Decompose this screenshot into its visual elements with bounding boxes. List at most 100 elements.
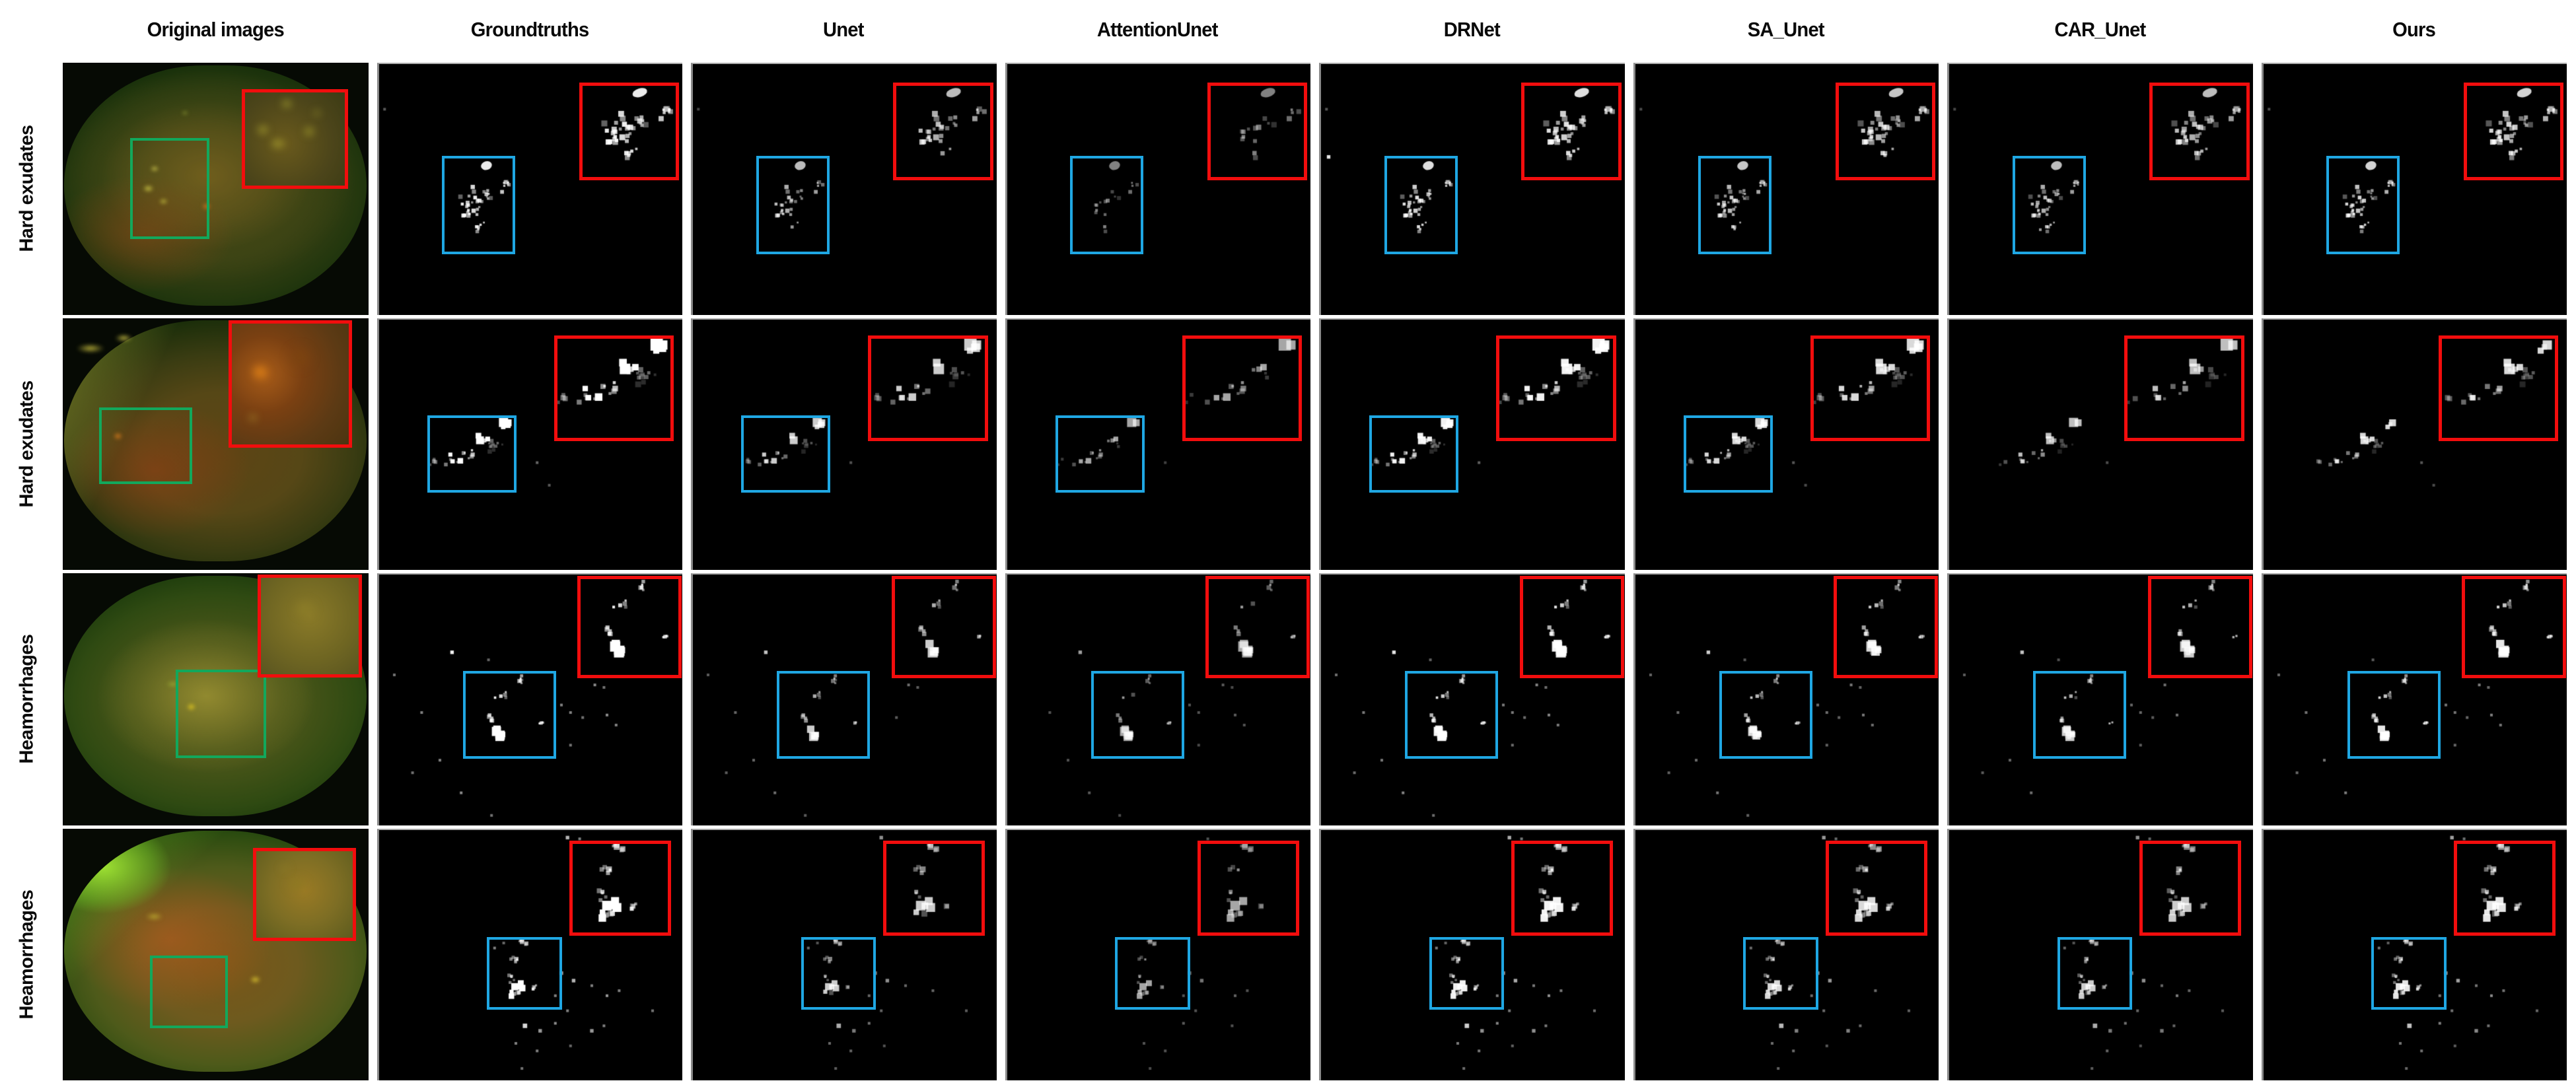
cell-r1-ours <box>2261 63 2567 315</box>
blue-roi-box <box>1683 415 1773 493</box>
lesion-spot <box>185 701 197 712</box>
segmentation-dots-canvas <box>693 829 997 1080</box>
blue-roi-box <box>462 670 556 759</box>
column-header-label: Unet <box>823 18 865 41</box>
lesion-spot <box>180 110 190 116</box>
red-inset-box <box>2463 83 2564 181</box>
column-header-drnet: DRNet <box>1319 0 1625 59</box>
segmentation-dots-canvas <box>1949 575 2253 825</box>
red-inset-box <box>2462 575 2567 679</box>
segmentation-dots-canvas <box>1321 64 1625 315</box>
blue-roi-box <box>1698 155 1772 255</box>
cell-r4-car-unet <box>1947 828 2253 1080</box>
lesion-spot <box>70 341 110 355</box>
red-inset-box <box>893 83 993 181</box>
blue-roi-box <box>442 155 516 255</box>
red-inset-box <box>883 841 985 936</box>
segmentation-dots-canvas <box>2263 575 2567 825</box>
segmentation-dots-canvas <box>1007 575 1310 825</box>
cell-r2-unet <box>691 318 997 570</box>
blue-roi-box <box>487 936 562 1010</box>
cell-r3-attentionunet <box>1005 573 1310 825</box>
cell-r4-original <box>63 828 369 1080</box>
red-inset-box <box>1207 83 1308 181</box>
column-header-ours: Ours <box>2262 0 2567 59</box>
green-roi-box <box>129 138 209 240</box>
lesion-spot <box>279 98 295 109</box>
blue-roi-box <box>1070 155 1144 255</box>
red-inset-box <box>2149 83 2250 181</box>
segmentation-dots-canvas <box>1007 64 1310 315</box>
cell-r1-car-unet <box>1947 63 2253 315</box>
lesion-spot <box>279 338 320 377</box>
column-header-label: Groundtruths <box>470 18 589 41</box>
segmentation-dots-canvas <box>693 64 997 315</box>
segmentation-dots-canvas <box>1635 829 1939 1080</box>
red-inset-box <box>1182 335 1303 442</box>
red-inset-box <box>1825 841 1927 936</box>
blue-roi-box <box>1743 936 1818 1010</box>
red-inset-box <box>2147 575 2252 679</box>
cell-r4-unet <box>691 828 997 1080</box>
blue-roi-box <box>777 670 871 759</box>
red-inset-box <box>229 320 353 448</box>
cell-r3-drnet <box>1319 573 1625 825</box>
red-inset-box <box>1834 575 1939 679</box>
segmentation-dots-canvas <box>1321 829 1625 1080</box>
lesion-spot <box>247 413 259 423</box>
green-roi-box <box>98 407 192 485</box>
blue-roi-box <box>1055 415 1145 493</box>
red-inset-box <box>579 83 680 181</box>
segmentation-dots-canvas <box>378 575 682 825</box>
column-header-sa-unet: SA_Unet <box>1633 0 1939 59</box>
blue-roi-box <box>2012 155 2086 255</box>
lesion-spot <box>301 123 317 139</box>
row-label-heamorrhages-2: Heamorrhages <box>16 890 38 1020</box>
red-inset-box <box>257 574 363 678</box>
lesion-spot <box>148 164 161 172</box>
cell-r2-attentionunet <box>1005 318 1310 570</box>
blue-roi-box <box>1719 670 1812 759</box>
red-inset-box <box>241 89 349 189</box>
cell-r2-car-unet <box>1947 318 2253 570</box>
lesion-spot <box>268 137 288 150</box>
cell-r3-sa-unet <box>1633 573 1939 825</box>
row-label-hard-exudates-1: Hard exudates <box>16 125 38 252</box>
lesion-spot <box>278 864 292 872</box>
cell-r4-attentionunet <box>1005 828 1310 1080</box>
red-inset-box <box>1810 335 1931 442</box>
blue-roi-box <box>1429 936 1505 1010</box>
lesion-spot <box>140 184 157 194</box>
lesion-spot <box>311 108 323 118</box>
cell-r1-groundtruths <box>376 63 682 315</box>
red-inset-box <box>1835 83 1936 181</box>
red-inset-box <box>1197 841 1299 936</box>
lesion-spot <box>247 360 273 384</box>
red-inset-box <box>1521 83 1622 181</box>
red-inset-box <box>1519 575 1624 679</box>
blue-roi-box <box>801 936 877 1010</box>
cell-r3-original <box>63 573 369 825</box>
red-inset-box <box>1205 575 1310 679</box>
lesion-spot <box>288 595 322 622</box>
blue-roi-box <box>2033 670 2127 759</box>
cell-r2-groundtruths <box>376 318 682 570</box>
cell-r1-sa-unet <box>1633 63 1939 315</box>
segmentation-dots-canvas <box>2263 64 2567 315</box>
blue-roi-box <box>2347 670 2441 759</box>
lesion-spot <box>200 201 213 212</box>
blue-roi-box <box>1115 936 1190 1010</box>
lesion-spot <box>112 431 124 442</box>
corner-spacer <box>0 0 54 59</box>
column-header-label: AttentionUnet <box>1097 18 1219 41</box>
red-inset-box <box>1496 335 1616 442</box>
blue-roi-box <box>756 155 830 255</box>
blue-roi-box <box>1369 415 1459 493</box>
blue-roi-box <box>2371 936 2447 1010</box>
lesion-spot <box>112 333 136 343</box>
red-inset-box <box>2139 841 2242 936</box>
cell-r3-groundtruths <box>376 573 682 825</box>
segmentation-dots-canvas <box>2263 319 2567 570</box>
blue-roi-box <box>2326 155 2400 255</box>
